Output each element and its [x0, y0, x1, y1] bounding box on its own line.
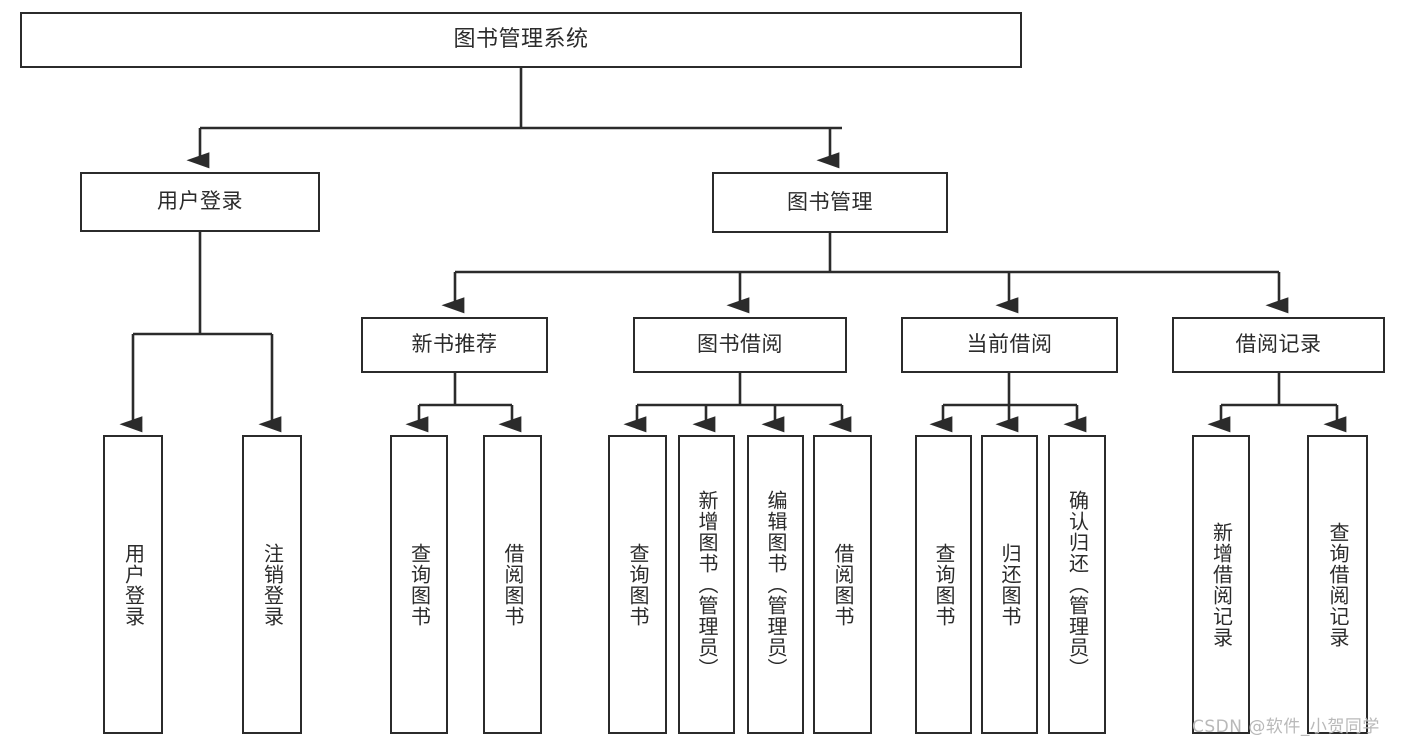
- node-leaf-query-book-current[interactable]: 查询图书: [915, 435, 972, 734]
- node-label: 查询图书: [932, 542, 956, 627]
- node-new-book-recommend[interactable]: 新书推荐: [361, 317, 548, 373]
- node-borrow-record[interactable]: 借阅记录: [1172, 317, 1385, 373]
- node-user-login[interactable]: 用户登录: [80, 172, 320, 232]
- node-leaf-add-borrow-record[interactable]: 新增借阅记录: [1192, 435, 1250, 734]
- node-label: 新增图书（管理员）: [695, 490, 719, 679]
- node-label: 查询图书: [407, 542, 432, 627]
- node-leaf-user-login[interactable]: 用户登录: [103, 435, 163, 734]
- node-label: 查询借阅记录: [1326, 521, 1350, 648]
- node-label: 图书管理系统: [453, 26, 589, 52]
- node-label: 图书管理: [787, 189, 873, 214]
- node-leaf-borrow-book[interactable]: 借阅图书: [813, 435, 872, 734]
- node-leaf-add-book-admin[interactable]: 新增图书（管理员）: [678, 435, 735, 734]
- node-label: 新增借阅记录: [1209, 521, 1234, 648]
- node-label: 借阅图书: [501, 542, 525, 627]
- node-label: 用户登录: [157, 189, 243, 214]
- node-label: 新书推荐: [411, 332, 498, 357]
- node-label: 查询图书: [626, 542, 650, 627]
- node-leaf-query-book-borrow[interactable]: 查询图书: [608, 435, 667, 734]
- node-label: 确认归还（管理员）: [1065, 490, 1090, 679]
- node-current-borrow[interactable]: 当前借阅: [901, 317, 1118, 373]
- node-root-system[interactable]: 图书管理系统: [20, 12, 1022, 68]
- node-label: 用户登录: [121, 542, 146, 627]
- node-leaf-query-borrow-record[interactable]: 查询借阅记录: [1307, 435, 1368, 734]
- node-book-management[interactable]: 图书管理: [712, 172, 948, 233]
- node-leaf-return-book[interactable]: 归还图书: [981, 435, 1038, 734]
- watermark-text: CSDN @软件_小贺同学: [1192, 717, 1380, 737]
- node-label: 借阅图书: [831, 542, 855, 627]
- node-label: 图书借阅: [697, 332, 783, 357]
- node-label: 借阅记录: [1235, 332, 1322, 357]
- node-label: 当前借阅: [966, 332, 1053, 357]
- node-leaf-edit-book-admin[interactable]: 编辑图书（管理员）: [747, 435, 804, 734]
- node-label: 编辑图书（管理员）: [764, 490, 788, 679]
- node-book-borrow[interactable]: 图书借阅: [633, 317, 847, 373]
- node-label: 注销登录: [260, 542, 285, 627]
- node-leaf-borrow-book-recommend[interactable]: 借阅图书: [483, 435, 542, 734]
- node-leaf-logout-login[interactable]: 注销登录: [242, 435, 302, 734]
- node-leaf-confirm-return-admin[interactable]: 确认归还（管理员）: [1048, 435, 1106, 734]
- node-leaf-query-book-recommend[interactable]: 查询图书: [390, 435, 448, 734]
- node-label: 归还图书: [998, 542, 1022, 627]
